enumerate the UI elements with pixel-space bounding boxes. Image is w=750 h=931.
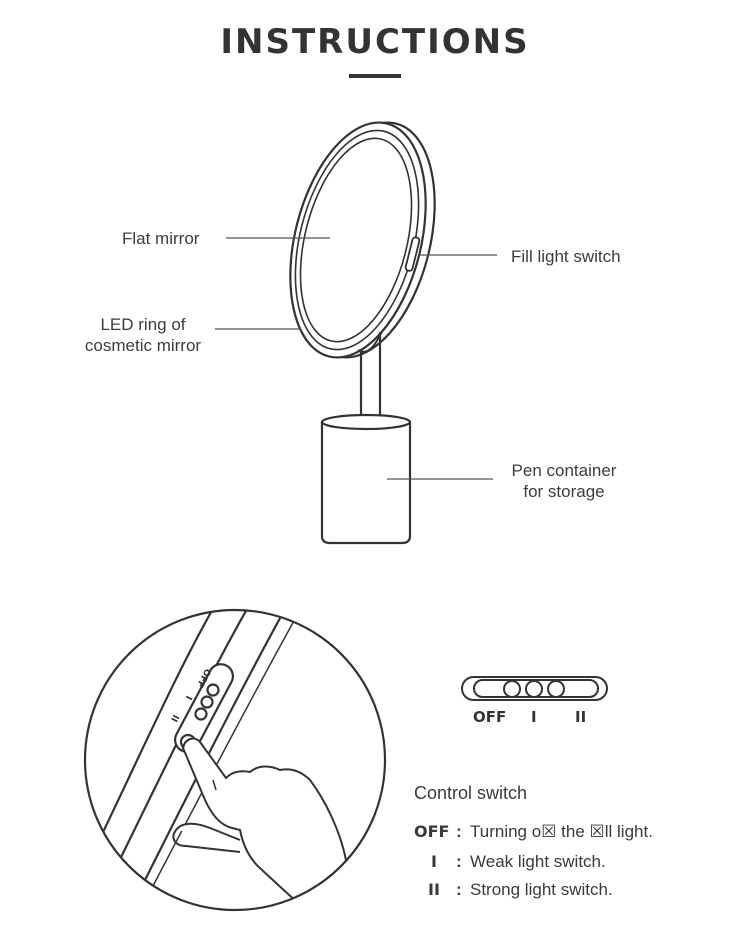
switch-label-weak: I: [531, 708, 537, 726]
control-desc-strong: Strong light switch.: [470, 880, 613, 899]
switch-label-off: OFF: [473, 708, 507, 726]
mirror-illustration: [289, 121, 436, 545]
zoom-label-strong: II: [168, 713, 180, 724]
control-key-off: OFF: [414, 822, 450, 841]
control-colon: :: [456, 852, 462, 871]
control-row-off: OFF: Turning o☒ the ☒ll light.: [414, 822, 653, 842]
control-colon: :: [456, 822, 462, 841]
mirror-glass: [299, 137, 413, 343]
switch-diagram: [461, 676, 608, 701]
hand-drawing: [181, 737, 348, 906]
switch-label-strong: II: [575, 708, 587, 726]
title-underline: [349, 74, 401, 78]
callout-led-ring-line1: LED ring of: [100, 315, 186, 334]
control-colon: :: [456, 880, 462, 899]
control-switch-title: Control switch: [414, 783, 528, 803]
control-desc-weak: Weak light switch.: [470, 852, 606, 871]
callout-fill-light-switch: Fill light switch: [511, 247, 621, 266]
side-switch-shape: [404, 236, 421, 272]
zoom-switch-bar: [173, 663, 235, 753]
callout-led-ring: LED ring of cosmetic mirror: [78, 314, 208, 356]
callout-pen-container: Pen container for storage: [500, 460, 628, 502]
page-title: INSTRUCTIONS: [220, 22, 530, 62]
pen-container-top: [320, 413, 412, 431]
pen-container-body: [320, 422, 412, 545]
zoom-label-weak: I: [183, 694, 193, 702]
zoom-circle-outline: [83, 608, 387, 912]
callout-pen-container-line2: for storage: [523, 482, 605, 501]
control-row-strong: II: Strong light switch.: [414, 880, 613, 900]
callout-leaders: [215, 237, 497, 480]
zoom-detail: [85, 610, 348, 910]
callout-led-ring-line2: cosmetic mirror: [84, 336, 202, 355]
mirror-stem: [359, 332, 382, 420]
control-row-weak: I: Weak light switch.: [414, 852, 606, 872]
control-desc-off: Turning o☒ the ☒ll light.: [470, 822, 653, 841]
control-key-weak: I: [431, 852, 437, 871]
callout-pen-container-line1: Pen container: [511, 461, 617, 480]
callout-flat-mirror: Flat mirror: [122, 229, 200, 248]
control-key-strong: II: [428, 880, 440, 899]
